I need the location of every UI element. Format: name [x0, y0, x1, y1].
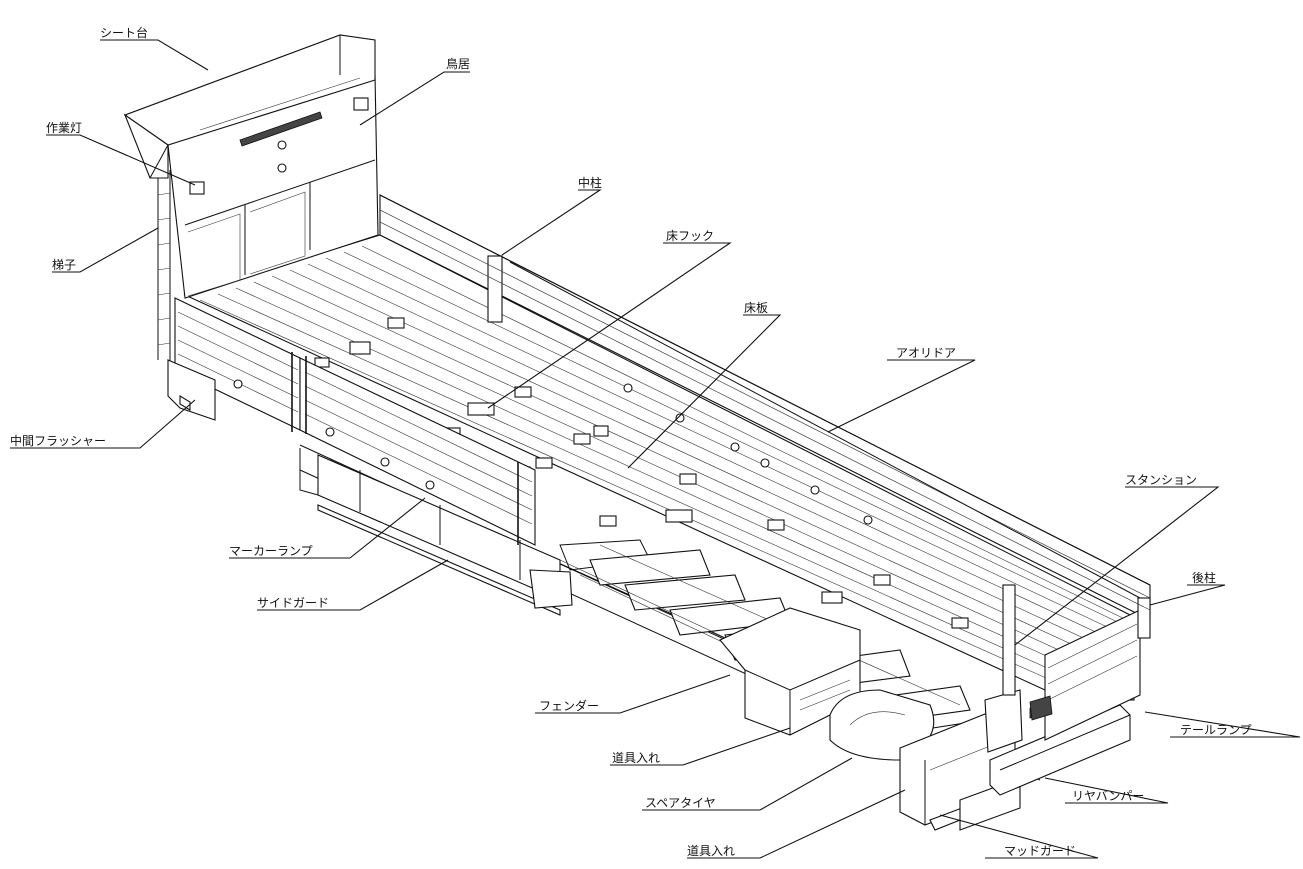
label-side-gate: アオリドア [896, 346, 956, 360]
label-tool-box-1: 道具入れ [612, 751, 660, 765]
side-guard [299, 448, 573, 616]
label-spare-tire: スペアタイヤ [645, 796, 716, 810]
label-marker-lamp: マーカーランプ [229, 544, 313, 558]
leader-lines [10, 39, 1301, 859]
rear-section [1002, 584, 1151, 741]
label-fender: フェンダー [539, 698, 599, 713]
fender-and-toolbox [719, 607, 935, 761]
label-center-post: 中柱 [578, 175, 602, 190]
center-post [487, 255, 503, 323]
label-ladder: 梯子 [52, 258, 76, 272]
near-side-gate [167, 297, 536, 546]
cargo-floor [183, 234, 1142, 691]
label-middle-flasher: 中間フラッシャー [10, 433, 106, 448]
label-tail-lamp: テールランプ [1180, 723, 1252, 737]
label-mud-guard: マッドガード [1004, 844, 1076, 858]
stanchion-post [1002, 584, 1016, 696]
label-tool-box-2: 道具入れ [687, 844, 735, 858]
label-torii: 鳥居 [446, 56, 470, 71]
label-floor-board: 床板 [744, 301, 768, 315]
label-side-guard: サイドガード [257, 596, 329, 610]
rear-post [1137, 597, 1151, 639]
label-floor-hook: 床フック [666, 229, 714, 243]
label-rear-bumper: リヤバンパー [1072, 789, 1144, 803]
label-stanchion: スタンション [1125, 473, 1197, 487]
label-work-light: 作業灯 [46, 121, 82, 135]
part-labels: シート台 鳥居 作業灯 梯子 中柱 床フック 床板 アオリドア 中間フラッシャー… [10, 25, 1252, 858]
seat-base [123, 34, 376, 179]
far-gate-rails [379, 194, 1151, 611]
rear-underbody [899, 677, 1135, 831]
label-rear-post: 後柱 [1192, 570, 1216, 585]
label-seat-base: シート台 [100, 25, 148, 40]
